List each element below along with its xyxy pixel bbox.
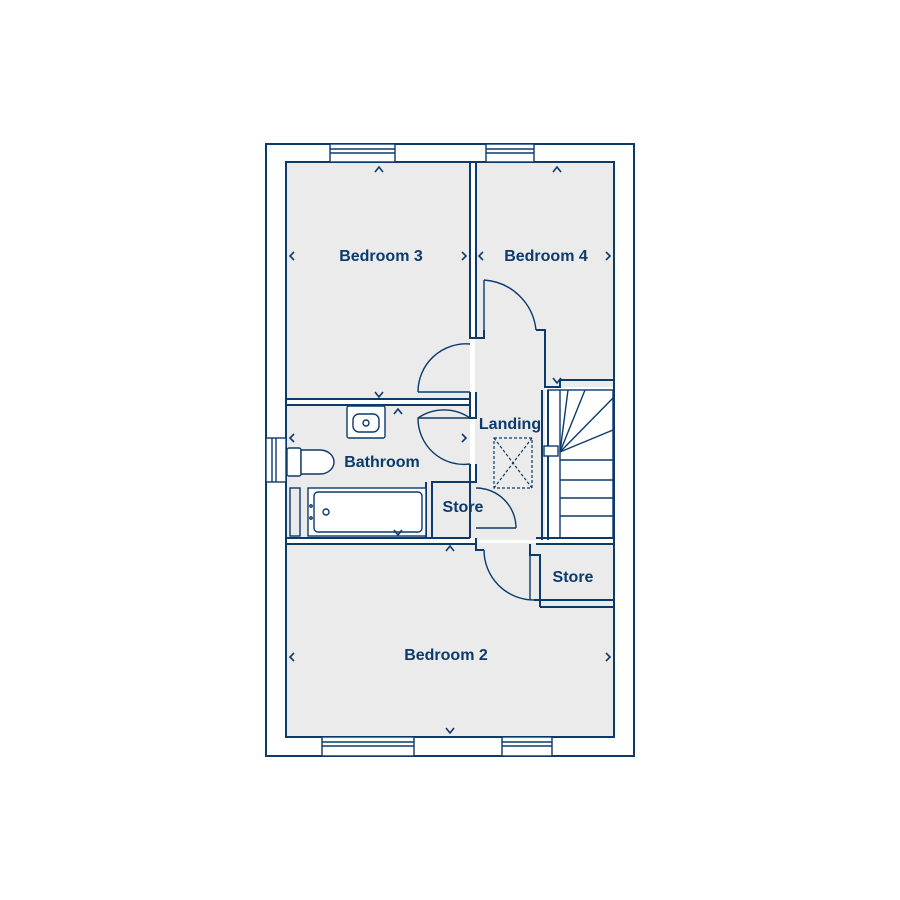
toilet-icon [286, 447, 335, 477]
landing-floor [475, 330, 545, 540]
room-label-bedroom2: Bedroom 2 [404, 647, 488, 664]
room-label-bedroom4: Bedroom 4 [504, 248, 588, 265]
basin-icon [346, 405, 386, 439]
bedroom2-floor [287, 543, 613, 736]
room-label-bedroom3: Bedroom 3 [339, 248, 423, 265]
door-swing-icon [475, 487, 517, 529]
room-label-landing: Landing [479, 416, 541, 433]
room-label-bathroom: Bathroom [344, 454, 420, 471]
window-icon [501, 736, 553, 757]
window-icon [265, 437, 287, 483]
door-swing-icon [417, 409, 471, 466]
store1-floor [433, 482, 475, 538]
door-swing-icon [483, 279, 537, 331]
window-icon [321, 736, 415, 757]
dimension-arrow-icon [288, 165, 612, 735]
bath-panel [289, 487, 301, 537]
bath-icon [307, 487, 427, 537]
bedroom3-floor [287, 163, 470, 399]
door-swing-icon [483, 549, 535, 601]
room-label-store: Store [443, 499, 484, 516]
stairs-floor [548, 390, 613, 538]
staircase-icon [543, 389, 614, 539]
room-label-store: Store [553, 569, 594, 586]
loft-hatch-icon [493, 437, 533, 489]
door-swing-icon [417, 343, 471, 393]
window-icon [485, 143, 535, 163]
window-icon [329, 143, 396, 163]
